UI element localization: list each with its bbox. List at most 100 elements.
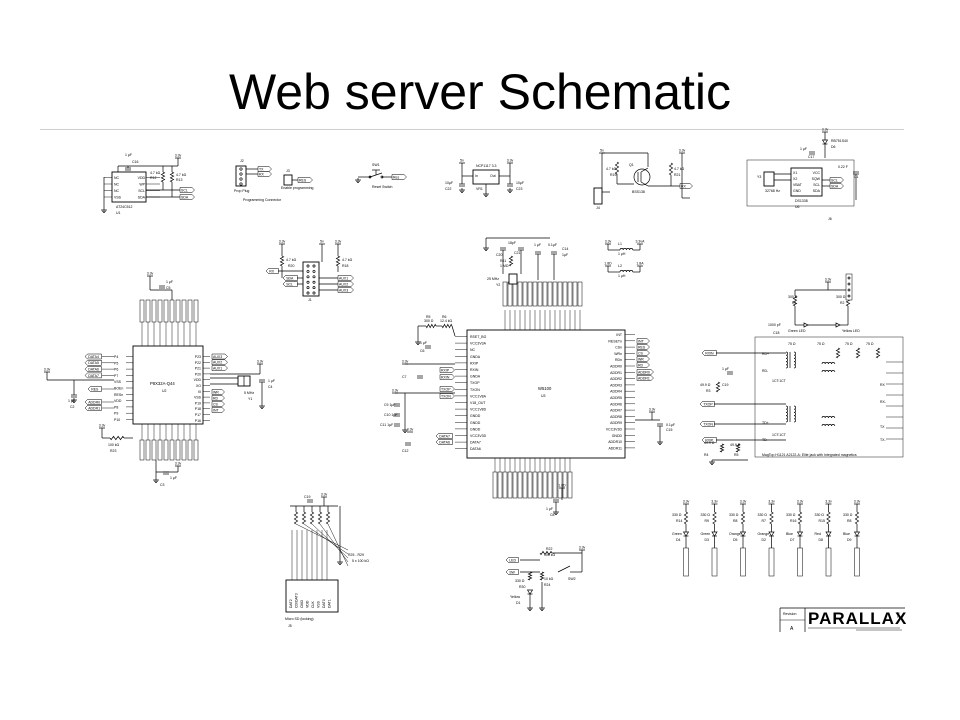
prog-jumper [283, 174, 293, 186]
wiznet-res-val: 300 Ω [424, 319, 434, 323]
eeprom-chip [111, 171, 147, 203]
wiznet-net: RD [638, 363, 644, 367]
header-pin [847, 294, 851, 298]
wiznet-cap-ref: C12 [402, 449, 408, 453]
resistor-symbol [293, 511, 299, 525]
magjack-pin: TX- [880, 438, 886, 442]
pin-net-tag [557, 471, 563, 499]
pin-net-tag [169, 299, 175, 323]
propeller-net: INT [213, 408, 220, 412]
magjack-pin: RD- [762, 369, 769, 373]
prog-label: Prop Plug [234, 189, 249, 193]
pin-net-tag [181, 439, 187, 461]
resistor-symbol [325, 511, 331, 525]
coil-symbol [821, 424, 836, 427]
propeller-net: DATA6 [88, 368, 99, 372]
led-color: Red [815, 532, 821, 536]
header-pin [239, 167, 243, 171]
magjack-led-yellow: Yellow LED [842, 329, 860, 333]
trans-jack [593, 187, 603, 205]
pin-net-tag [552, 471, 558, 499]
pin-net-tag [157, 439, 163, 461]
rtc-pin: X2 [793, 177, 797, 181]
pin-net-tag [542, 471, 548, 499]
net-flag [636, 369, 654, 375]
eeprom-net-scl: SCL [181, 188, 188, 192]
led-symbol [825, 531, 832, 537]
pin-net-tag [187, 299, 193, 323]
switch-contact [380, 175, 384, 179]
prog-net-rx: RX [259, 172, 265, 176]
led-ref: D4 [676, 538, 681, 542]
uio-led-ref: D1 [516, 601, 521, 605]
net-flag [679, 183, 693, 189]
wiznet-cap-val: 0.1μF [548, 243, 557, 247]
wiznet-cap-ref: C6 [420, 349, 425, 353]
wire [327, 523, 349, 567]
reg-ref: VR1 [476, 187, 483, 191]
header-net: AUX1 [339, 276, 348, 280]
wiznet-pin: GNDA [470, 355, 481, 359]
propeller-pin: RESn [114, 393, 123, 397]
magjack-res-val: 49.9 Ω [730, 443, 741, 447]
magjack-pin: TD+ [762, 421, 769, 425]
rtc-pin: GND [793, 189, 801, 193]
wiznet-crystal-ref: Y2 [496, 283, 500, 287]
wiznet-res-val: 12.4 kΩ [440, 319, 453, 323]
propeller-pin: P23 [195, 355, 201, 359]
led-res-ref: R15 [819, 519, 825, 523]
wiznet-pin: RDn [615, 358, 622, 362]
wiznet-block: W5100U3RSET_BGVCC3V3ANCGNDARXIPRXINGNDAT… [380, 237, 675, 517]
magjack-res-val: 75 Ω [788, 342, 796, 346]
net-flag [337, 281, 354, 287]
prog-header [235, 165, 247, 187]
pin-net-tag [193, 299, 199, 323]
header-pin [847, 288, 851, 292]
net-flag [211, 365, 228, 371]
resistor-symbol [875, 347, 881, 359]
pin-net-tag [527, 471, 533, 499]
wiznet-pin: GNDD [470, 421, 481, 425]
header-net: AUX3 [339, 288, 348, 292]
switch-contact [368, 175, 372, 179]
rtc-pin: SDA [813, 189, 821, 193]
coil-symbol [619, 270, 634, 273]
sd-pin: DAT2 [289, 599, 293, 608]
pin-net-tag [532, 281, 538, 307]
reset-caption: Reset Switch [372, 185, 392, 189]
led-res-ref: R7 [762, 519, 767, 523]
pin-net-tag [527, 281, 533, 307]
pin-net-tag [175, 299, 181, 323]
magjack-cap-val: 1 μF [722, 367, 729, 371]
pin-net-tag [145, 439, 151, 461]
coil-symbol [785, 351, 788, 369]
uio-res-ref: R30 [519, 585, 525, 589]
resistor-symbol [425, 323, 437, 329]
wiznet-rail: 3.3v [392, 389, 399, 393]
pin-net-tag [163, 299, 169, 323]
resistor-symbol [539, 571, 545, 581]
sd-cap-ref: C19 [304, 495, 310, 499]
propeller-pin: P6 [114, 368, 118, 372]
magjack-res-ref: R4 [704, 453, 709, 457]
wiznet-chip [466, 329, 626, 459]
wiznet-pin: ADDR3 [610, 383, 622, 387]
sd-pin: DAT0 [322, 599, 326, 608]
wiznet-pin: RXIP [470, 361, 479, 365]
rtc-crystal-val: 32768 Hz [765, 189, 780, 193]
resistor-symbol [109, 435, 125, 441]
propeller-pin: P16 [195, 419, 201, 423]
reset-net: Res [393, 175, 399, 179]
propeller-net: ADDR0 [88, 400, 100, 404]
header-pin [306, 269, 310, 273]
net-flag [257, 166, 272, 172]
led-ref: D9 [847, 538, 852, 542]
wiznet-cap-ref: C14 [562, 247, 568, 251]
header-pin [312, 264, 316, 268]
propeller-pin: P21 [195, 367, 201, 371]
led-res-ref: R8 [847, 519, 852, 523]
wiznet-cap-ref: C21 [514, 251, 520, 255]
